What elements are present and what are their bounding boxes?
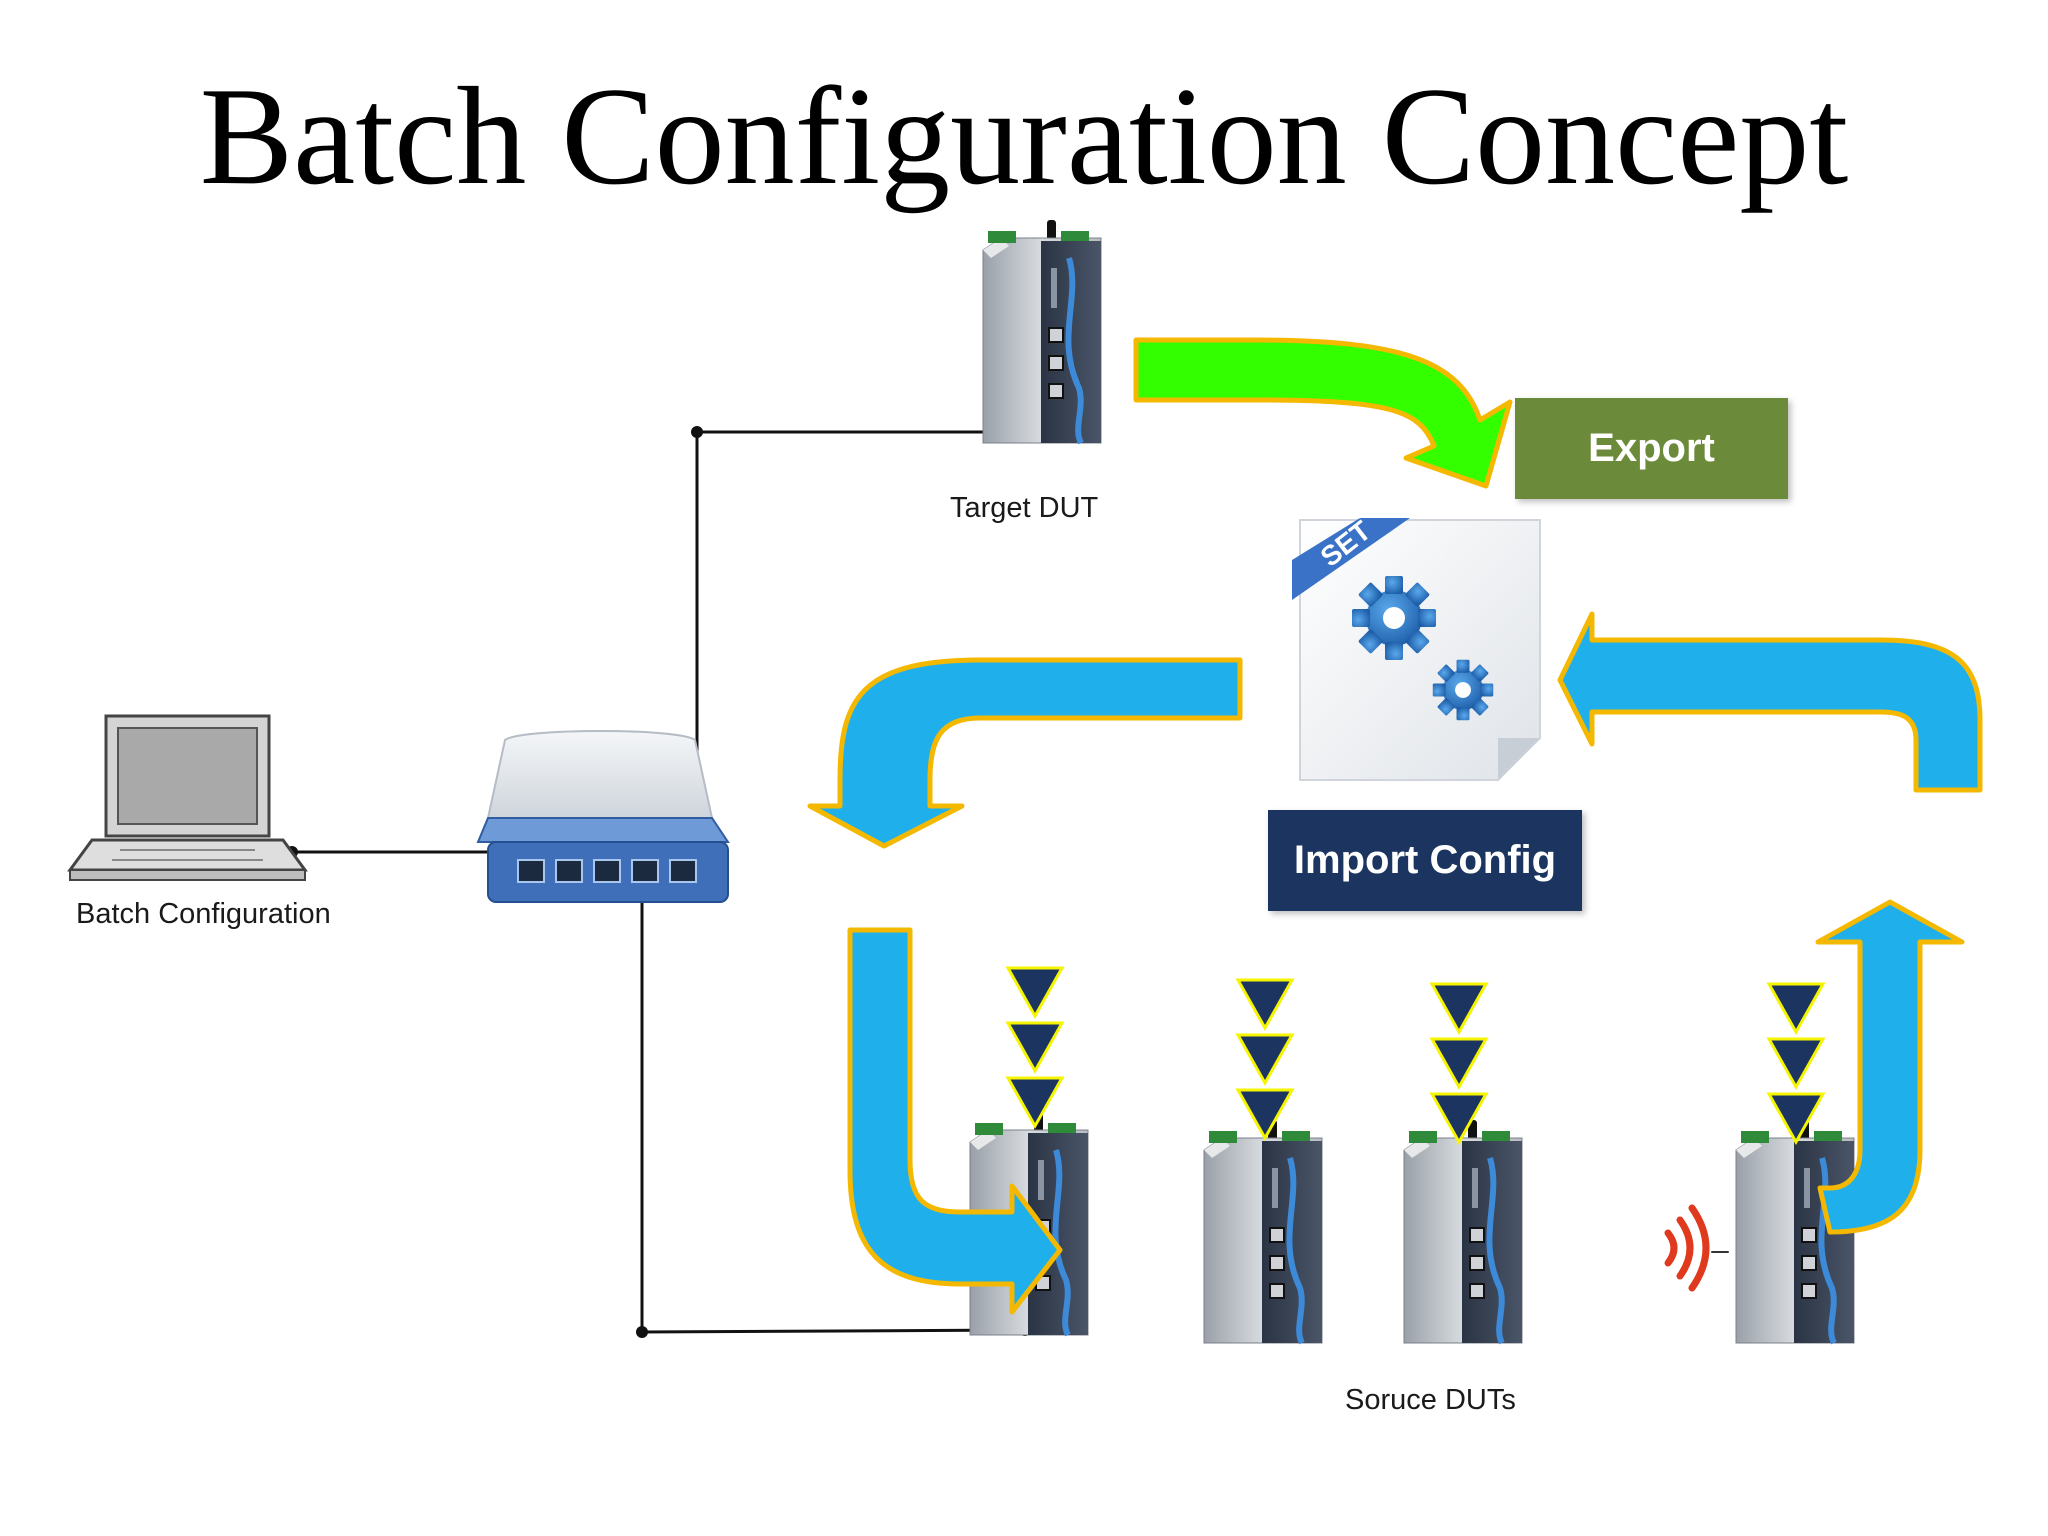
- export-arrow: [1133, 337, 1513, 489]
- import-arrow-right: [1557, 611, 1983, 793]
- wireless-signal-icon: [1664, 1204, 1729, 1292]
- import-arrow-up: [1815, 899, 1965, 1235]
- source-duts-label: Soruce DUTs: [1345, 1384, 1516, 1416]
- import-config-button[interactable]: Import Config: [1268, 810, 1582, 911]
- import-arrow-left: [807, 657, 1243, 849]
- download-triangles: [1006, 966, 1825, 1144]
- network-switch-icon: [476, 730, 730, 903]
- router-icon: [1404, 1120, 1522, 1343]
- target-dut-label: Target DUT: [950, 492, 1099, 524]
- batch-configuration-label: Batch Configuration: [76, 898, 331, 930]
- import-flow-arrows: [807, 611, 1983, 1315]
- router-icon: [1204, 1120, 1322, 1343]
- router-icon: [983, 220, 1101, 443]
- page-title: Batch Configuration Concept: [199, 59, 1849, 214]
- export-button[interactable]: Export: [1515, 398, 1788, 499]
- laptop-icon: [67, 714, 308, 881]
- config-file-gear-icon: [1292, 518, 1541, 781]
- import-arrow-down: [847, 927, 1063, 1315]
